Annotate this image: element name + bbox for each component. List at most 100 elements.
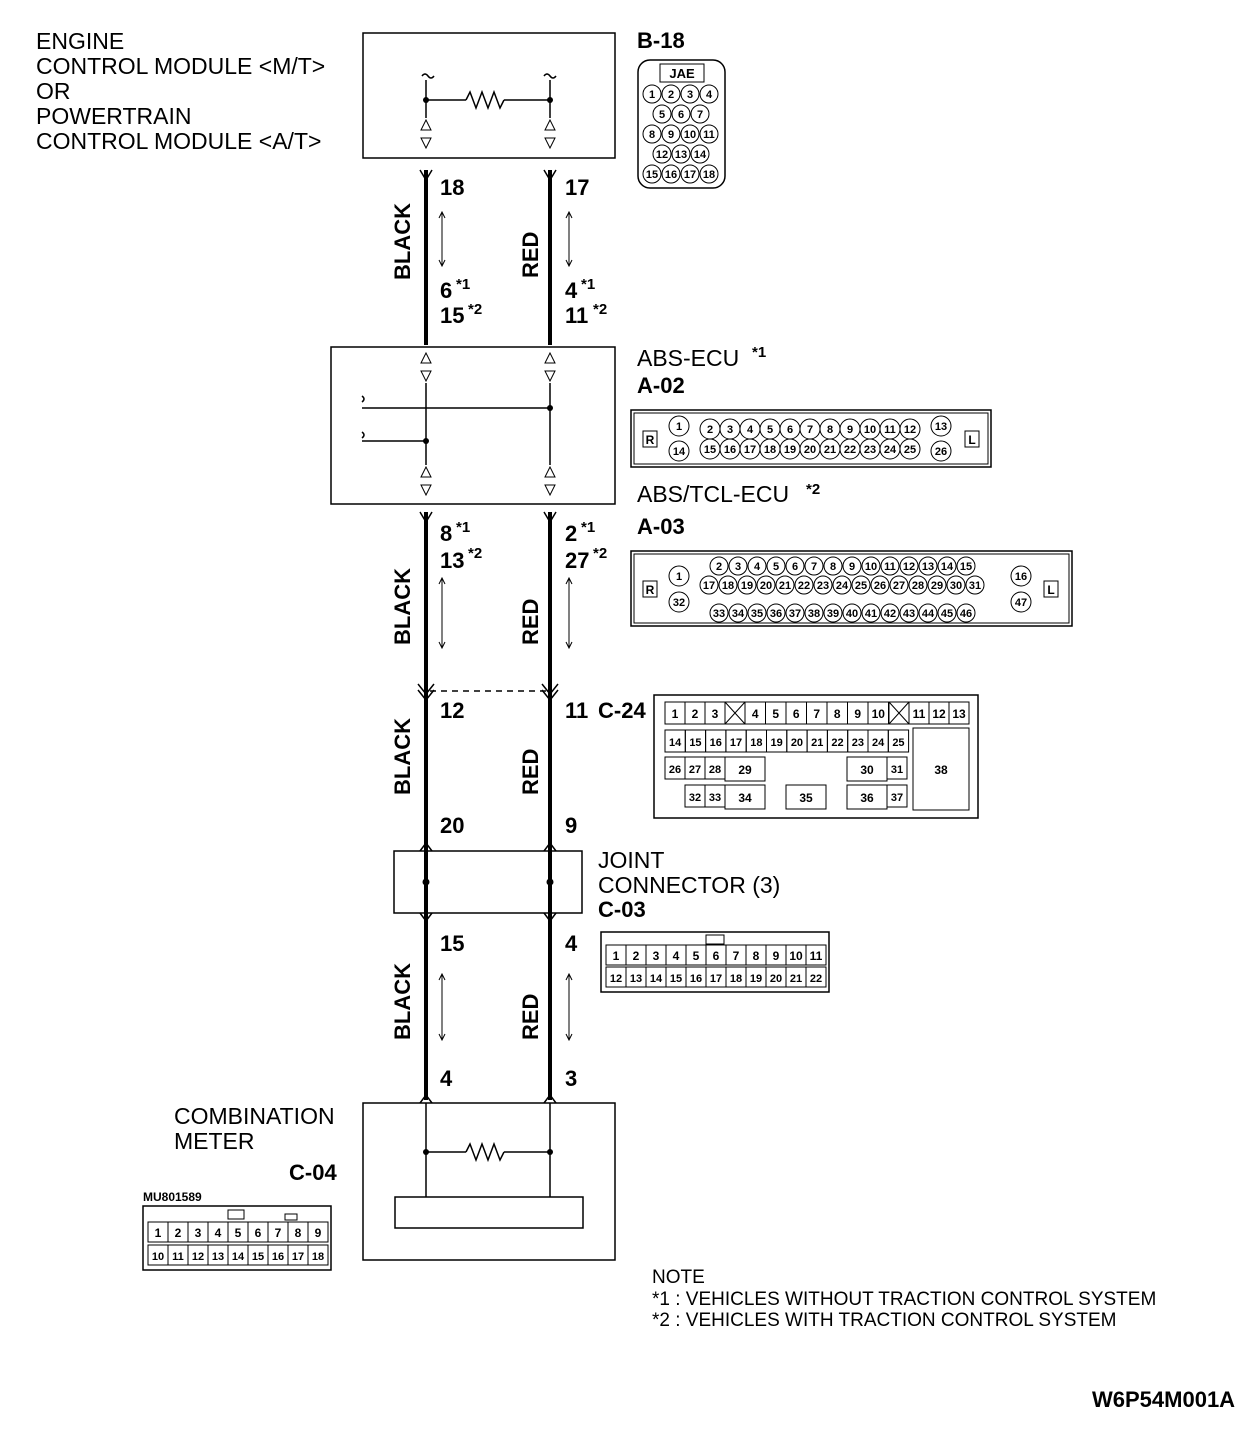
connector-pin: 18	[730, 973, 742, 985]
connector-pin: 8	[830, 561, 836, 573]
mark-star1-a: *1	[456, 276, 470, 293]
b18-label: B-18	[637, 28, 685, 53]
mark-star2-tcl: *2	[806, 481, 820, 498]
arrow-red-2	[565, 576, 573, 650]
connector-pin: 1	[676, 421, 682, 433]
connector-pin: 23	[864, 444, 876, 456]
connector-pin: 23	[817, 580, 829, 592]
connector-pin: 33	[713, 608, 725, 620]
c24-terminal-12: 12	[440, 698, 464, 723]
ecm-terminal-18: 18	[440, 175, 464, 200]
connector-pin: 15	[252, 1251, 264, 1263]
connector-pin: 34	[738, 791, 752, 805]
connector-pin: 16	[690, 973, 702, 985]
abs-tcl-ecu-label: ABS/TCL-ECU	[637, 481, 789, 507]
connector-pin: 10	[789, 949, 803, 963]
connector-pin: 13	[922, 561, 934, 573]
svg-text:OR: OR	[36, 78, 71, 104]
connector-pin: 7	[733, 949, 740, 963]
note-line-1: *1 : VEHICLES WITHOUT TRACTION CONTROL S…	[652, 1289, 1156, 1310]
arrow-red-1	[565, 210, 573, 268]
wire-label-black-1: BLACK	[390, 203, 415, 280]
mark-star2-c: *2	[468, 545, 482, 562]
connector-pin: 1	[672, 707, 679, 721]
note-block: NOTE *1 : VEHICLES WITHOUT TRACTION CONT…	[652, 1267, 1156, 1331]
joint-connector-label-2: CONNECTOR (3)	[598, 872, 780, 898]
connector-pin: 36	[860, 791, 874, 805]
connector-pin: 9	[854, 707, 861, 721]
connector-pin: 2	[692, 707, 699, 721]
jc-terminal-15: 15	[440, 931, 464, 956]
connector-pin: 29	[738, 763, 752, 777]
connector-pin: 27	[689, 764, 701, 776]
mark-star2-d: *2	[593, 545, 607, 562]
connector-pin: 9	[668, 129, 674, 141]
connector-pin: 1	[613, 949, 620, 963]
connector-pin: 11	[913, 707, 926, 721]
connector-pin: 37	[789, 608, 801, 620]
connector-pin: 1	[155, 1226, 162, 1240]
abs-terminal-2: 2	[565, 521, 577, 546]
connector-pin: 15	[689, 737, 701, 749]
connector-pin: 19	[750, 973, 762, 985]
abs-ecu-box	[330, 346, 616, 505]
connector-pin: 3	[712, 707, 719, 721]
abs-terminal-13: 13	[440, 548, 464, 573]
abs-ecu-internal-circuit	[361, 351, 556, 497]
connector-pin: 28	[709, 764, 721, 776]
ecm-internal-circuit	[420, 73, 557, 150]
connector-pin: 8	[834, 707, 841, 721]
connector-pin: 7	[811, 561, 817, 573]
joint-connector-box	[393, 850, 583, 914]
connector-pin: 14	[941, 561, 954, 573]
connector-pin: 5	[773, 561, 779, 573]
connector-pin: 16	[724, 444, 736, 456]
connector-pin: 13	[212, 1251, 224, 1263]
connector-pin: 22	[831, 737, 843, 749]
abs-terminal-4: 4	[565, 278, 578, 303]
connector-pin: 15	[646, 169, 658, 181]
connector-pin: 37	[891, 792, 903, 804]
connector-pin: 38	[934, 763, 948, 777]
connector-pin: 16	[665, 169, 677, 181]
connector-pin: 44	[922, 608, 935, 620]
connector-pin: 26	[669, 764, 681, 776]
connector-pin: 4	[752, 707, 759, 721]
c24-terminal-11: 11	[565, 698, 588, 723]
connector-pin: 10	[872, 707, 886, 721]
svg-text:CONTROL MODULE <M/T>: CONTROL MODULE <M/T>	[36, 53, 325, 79]
mark-star1-d: *1	[581, 519, 595, 536]
connector-pin: 3	[195, 1226, 202, 1240]
connector-pin: 3	[727, 424, 733, 436]
connector-pin: 7	[275, 1226, 282, 1240]
connector-pin: 22	[798, 580, 810, 592]
c04-label: C-04	[289, 1160, 337, 1185]
connector-pin: 11	[810, 949, 823, 963]
connector-pin: 20	[804, 444, 816, 456]
arrow-black-1	[438, 210, 446, 268]
connector-pin: 12	[903, 561, 915, 573]
a02-label: A-02	[637, 373, 685, 398]
connector-pin: 31	[969, 580, 981, 592]
jc-terminal-4: 4	[565, 931, 578, 956]
connector-pin: 18	[703, 169, 715, 181]
connector-pin: 39	[827, 608, 839, 620]
connector-pin: 18	[750, 737, 762, 749]
connector-pin: 14	[669, 737, 682, 749]
wire-label-red-3: RED	[518, 749, 543, 795]
part-number-label: MU801589	[143, 1190, 202, 1204]
abs-terminal-8: 8	[440, 521, 452, 546]
connector-pin: 17	[292, 1251, 304, 1263]
mark-star1-c: *1	[456, 519, 470, 536]
connector-pin: 4	[754, 561, 761, 573]
connector-pin: 11	[884, 424, 896, 436]
connector-pin: 17	[684, 169, 696, 181]
abs-terminal-15: 15	[440, 303, 464, 328]
connector-pin: 12	[610, 973, 622, 985]
connector-pin: 43	[903, 608, 915, 620]
wire-label-black-3: BLACK	[390, 718, 415, 795]
